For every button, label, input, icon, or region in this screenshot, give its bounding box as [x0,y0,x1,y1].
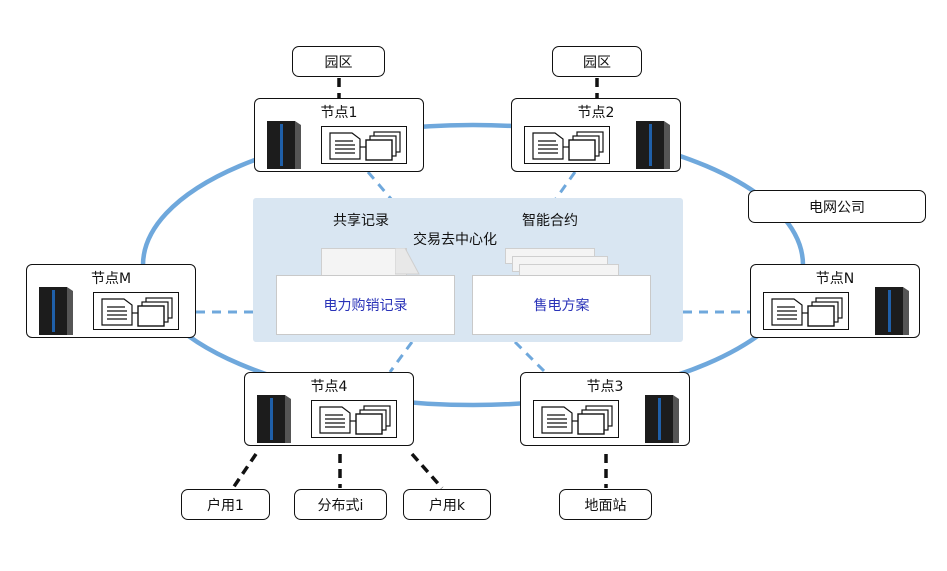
node-n: 节点N [750,264,920,338]
endpoint-label: 分布式i [317,497,364,514]
link-userk [410,452,444,490]
server-icon [257,395,291,443]
server-icon [636,121,670,169]
server-icon [267,121,301,169]
endpoint-userk: 户用k [403,489,491,520]
node-3: 节点3 [520,372,690,446]
link-node2 [553,171,577,201]
endpoint-links [231,78,608,490]
ledger-copy-icon [533,400,619,438]
node-4: 节点4 [244,372,414,446]
purchase-record-label: 电力购销记录 [323,298,408,314]
link-node4 [388,341,414,373]
ledger-copy-icon [763,292,849,330]
node-title: 节点3 [586,379,624,395]
endpoint-ground-station: 地面站 [559,489,652,520]
ledger-copy-icon [311,400,397,438]
endpoint-label: 地面站 [584,497,627,514]
node-links [196,171,750,374]
shared-record-label: 共享记录 [333,213,389,229]
park-box-1: 园区 [292,46,385,77]
server-icon [875,287,909,335]
park-label: 园区 [583,54,611,71]
sale-plan-label: 售电方案 [533,298,590,314]
node-title: 节点1 [320,105,358,121]
node-title: 节点N [815,271,855,287]
endpoint-user1: 户用1 [181,489,270,520]
endpoint-label: 户用1 [207,497,244,514]
node-title: 节点4 [310,379,348,395]
node-2: 节点2 [511,98,681,172]
node-title: 节点M [90,271,132,287]
grid-company-label: 电网公司 [809,199,865,216]
grid-company-box: 电网公司 [748,190,926,223]
sale-plan-card: 售电方案 [472,275,651,335]
purchase-record-card: 电力购销记录 [276,275,455,335]
smart-contract-label: 智能合约 [522,213,578,229]
link-user1 [231,453,258,489]
server-icon [39,287,73,335]
ledger-doc-fold-icon [395,248,420,275]
endpoint-label: 户用k [428,497,466,514]
park-box-2: 园区 [552,46,642,77]
ledger-copy-icon [524,126,610,164]
node-1: 节点1 [254,98,424,172]
link-node1 [366,171,394,201]
node-m: 节点M [26,264,196,338]
ledger-copy-icon [321,126,407,164]
park-label: 园区 [324,54,353,71]
endpoint-distributed: 分布式i [294,489,387,520]
server-icon [645,395,679,443]
decentralized-label: 交易去中心化 [413,232,497,248]
ledger-copy-icon [93,292,179,330]
link-node3 [513,340,547,374]
node-title: 节点2 [577,105,615,121]
